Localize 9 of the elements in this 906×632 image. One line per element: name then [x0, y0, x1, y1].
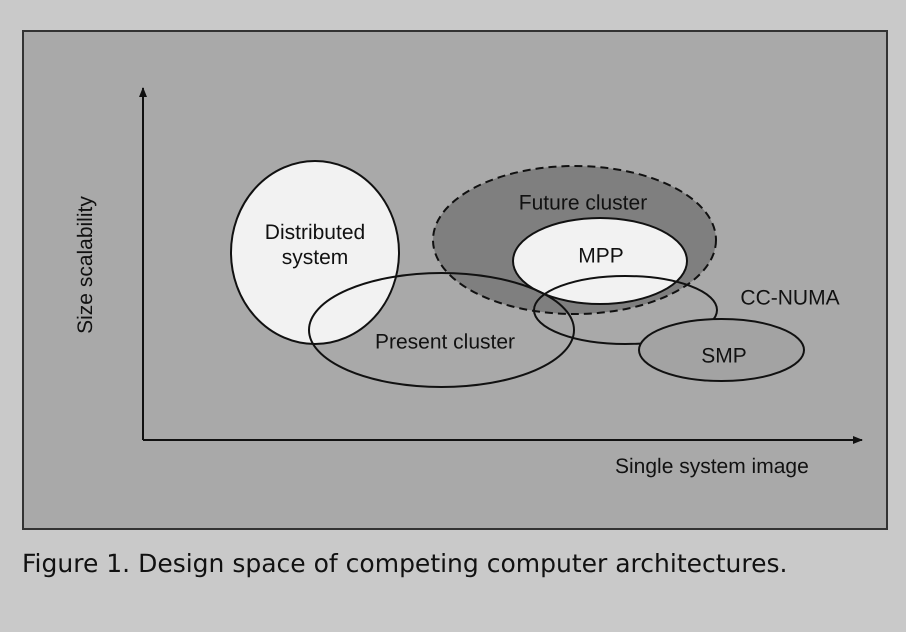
node-label: Distributed system — [264, 220, 366, 270]
node-label: MPP — [578, 243, 624, 269]
x-axis-title: Single system image — [615, 455, 809, 479]
node-label: Future cluster — [518, 190, 648, 216]
node-label: Present cluster — [374, 329, 516, 355]
figure-caption: Figure 1. Design space of competing computer architectures. — [22, 548, 788, 580]
node-label: CC-NUMA — [740, 285, 840, 311]
y-axis-title: Size scalability — [74, 196, 98, 334]
node-label: SMP — [701, 343, 747, 369]
